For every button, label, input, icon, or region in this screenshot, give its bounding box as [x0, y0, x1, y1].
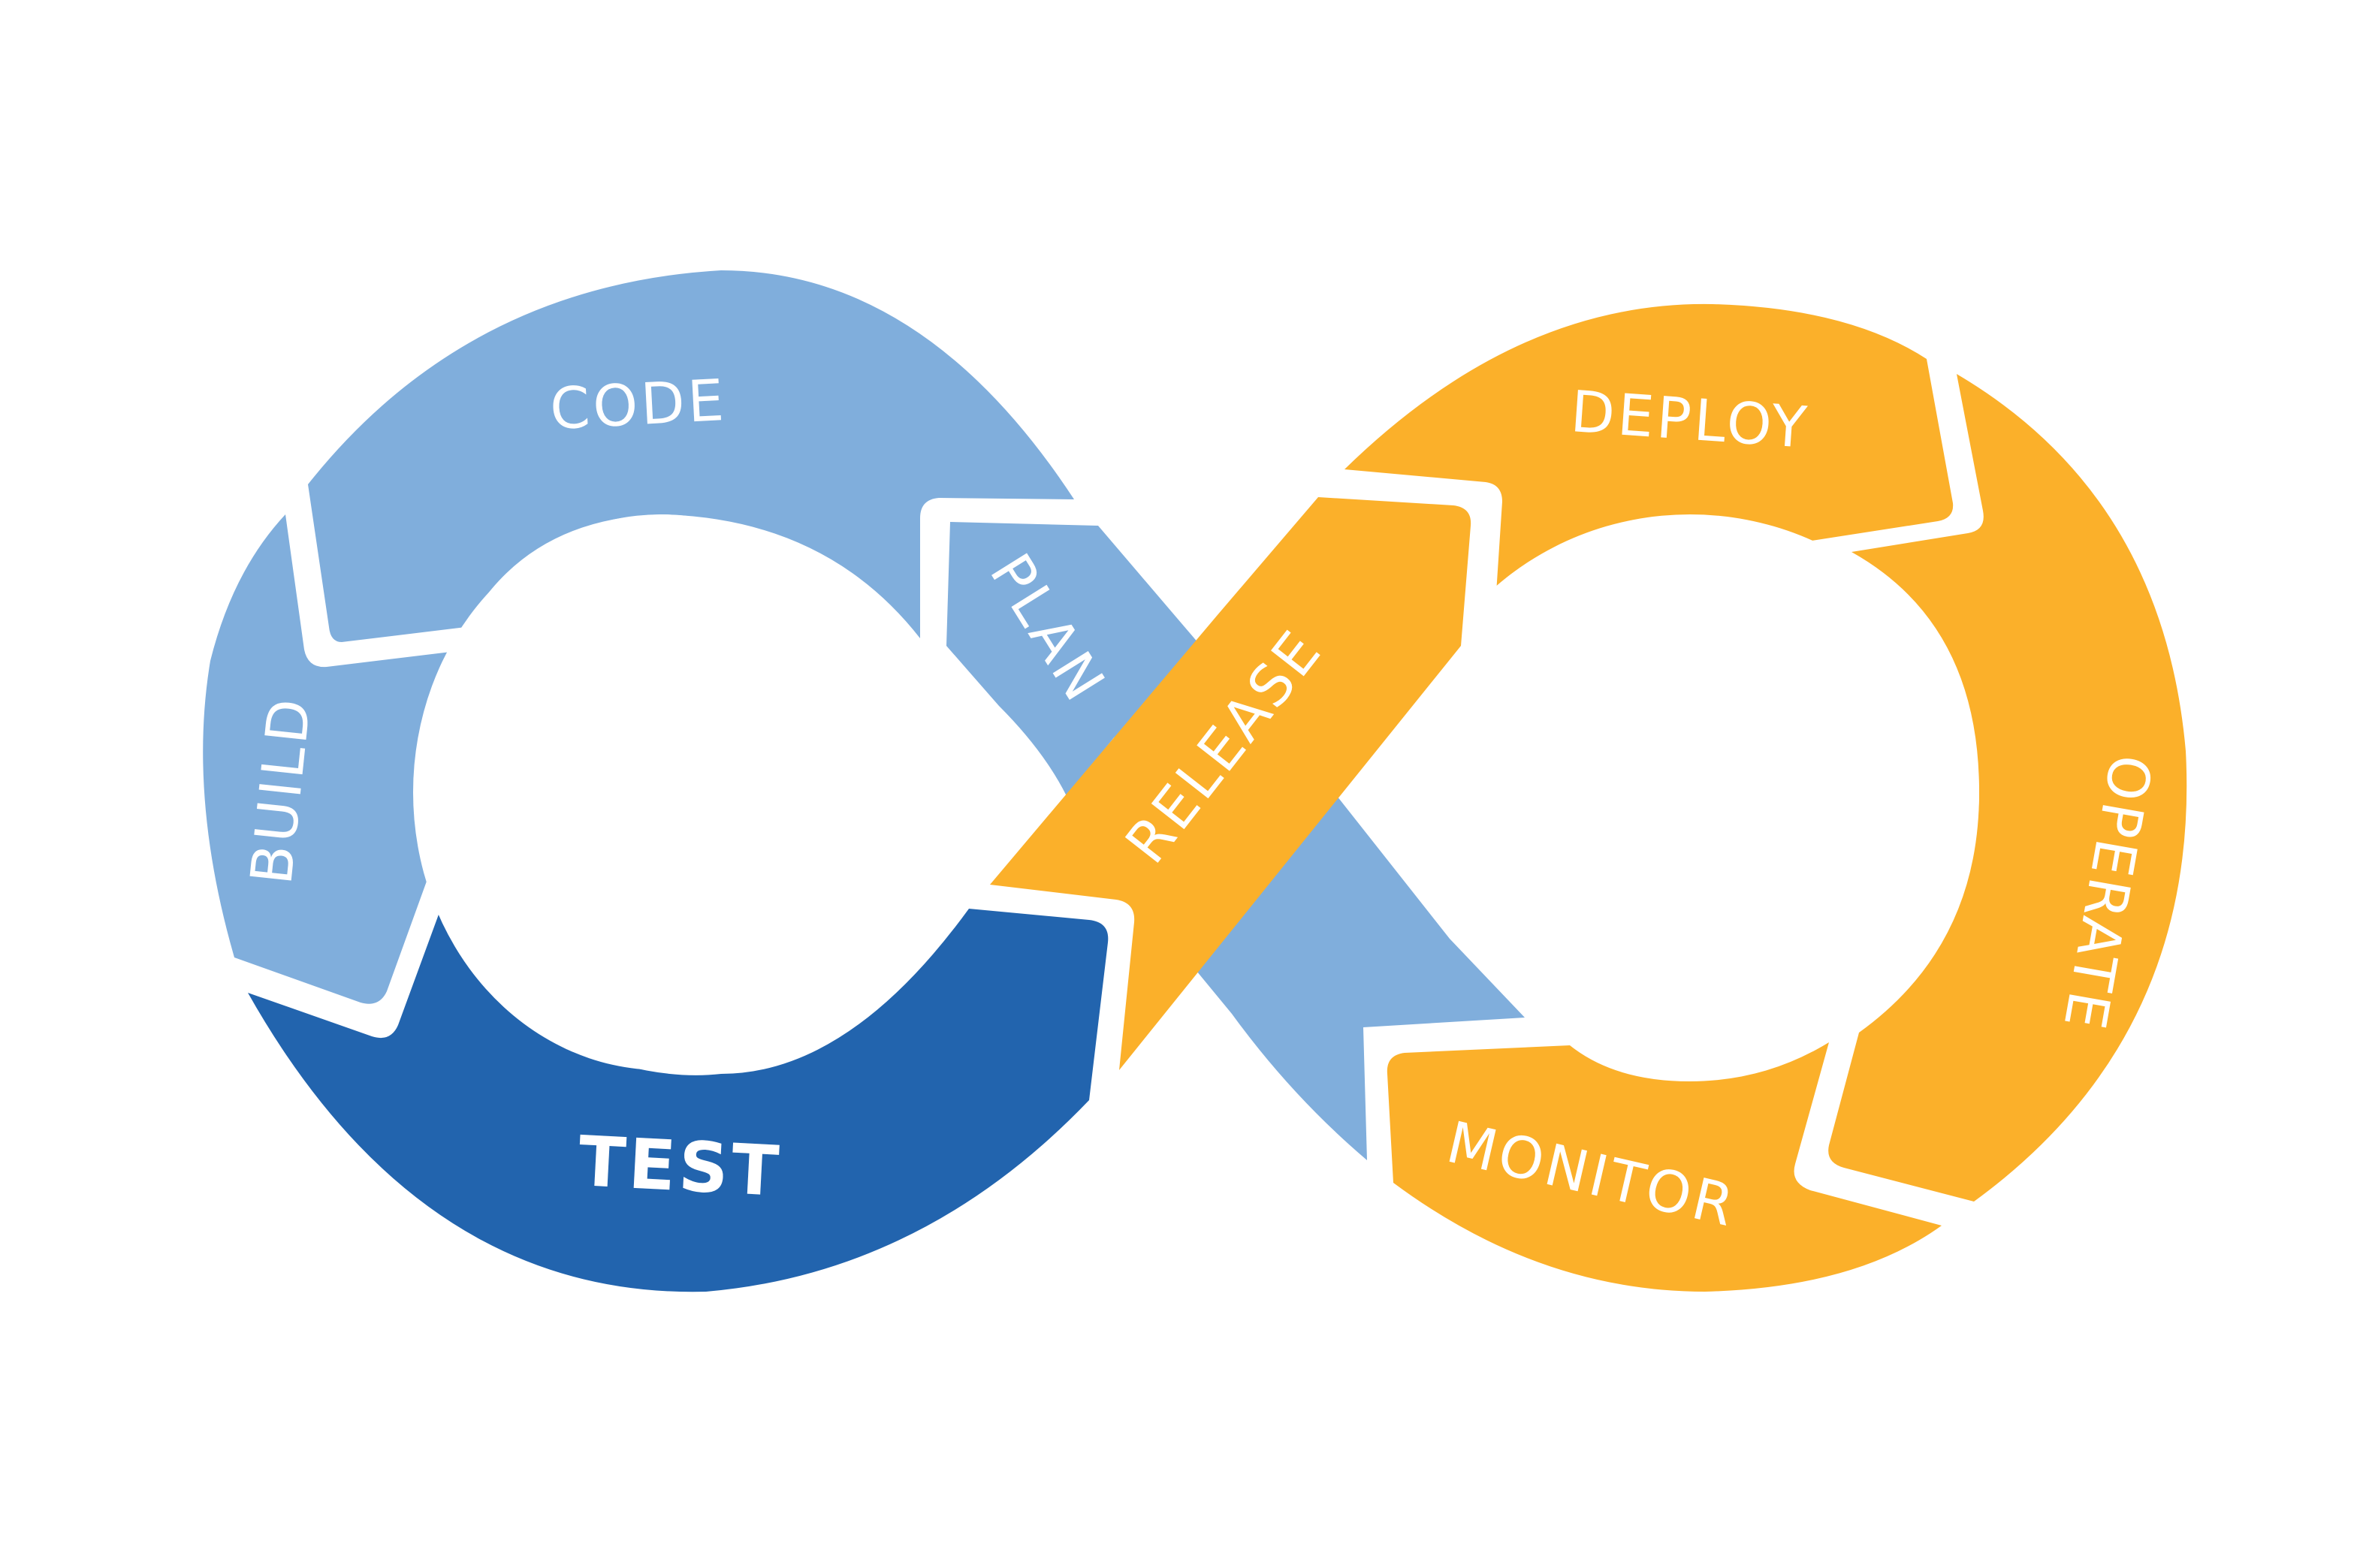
- stage-code-segment[interactable]: [308, 270, 1074, 642]
- label-deploy: DEPLOY: [1568, 378, 1812, 461]
- stage-deploy-segment[interactable]: [1344, 303, 1954, 616]
- label-test: TEST: [576, 1121, 783, 1212]
- stage-test-segment[interactable]: [248, 909, 1109, 1292]
- stage-operate-segment[interactable]: [1828, 374, 2187, 1202]
- stage-release-segment[interactable]: [990, 497, 1471, 1070]
- stage-plan-segment[interactable]: [946, 522, 1194, 796]
- stage-build-segment[interactable]: [203, 514, 451, 1004]
- label-code: CODE: [548, 366, 729, 442]
- stage-monitor-segment[interactable]: [1387, 1042, 1942, 1292]
